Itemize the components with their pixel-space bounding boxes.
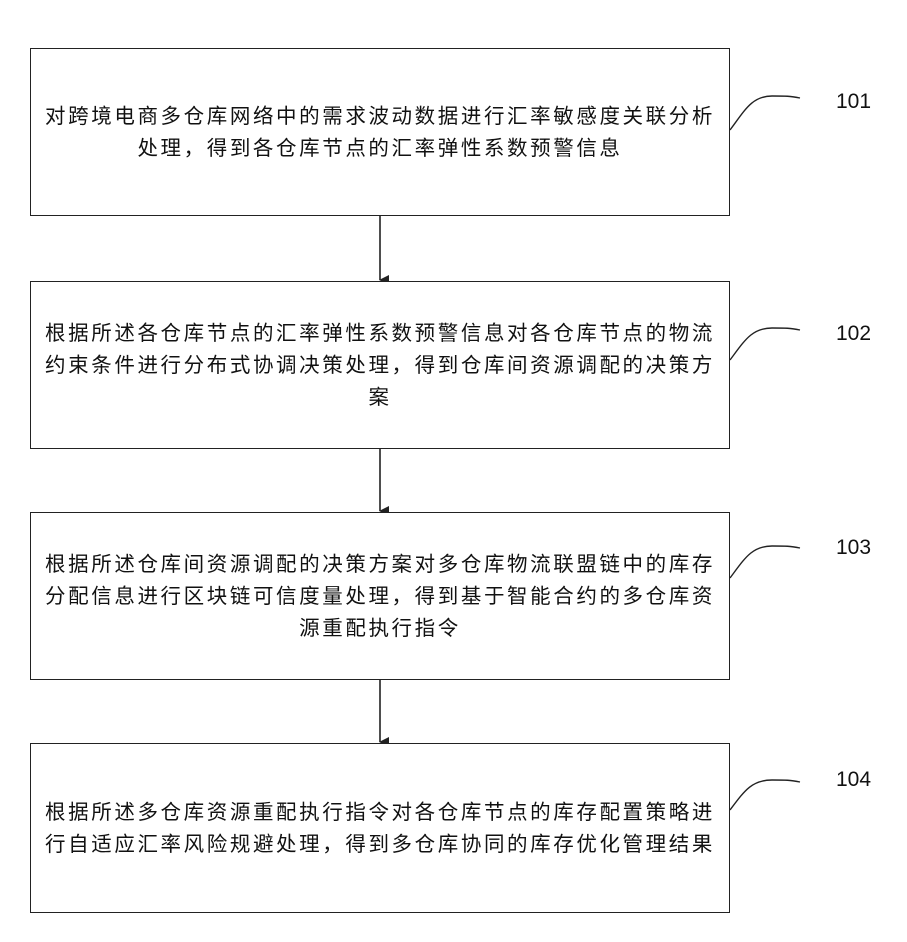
step-text-103: 根据所述仓库间资源调配的决策方案对多仓库物流联盟链中的库存分配信息进行区块链可信…	[40, 548, 720, 644]
step-box-104: 根据所述多仓库资源重配执行指令对各仓库节点的库存配置策略进行自适应汇率风险规避处…	[30, 743, 730, 913]
step-label-104: 104	[836, 768, 871, 792]
step-label-103: 103	[836, 536, 871, 560]
step-box-102: 根据所述各仓库节点的汇率弹性系数预警信息对各仓库节点的物流约束条件进行分布式协调…	[30, 281, 730, 449]
step-label-102: 102	[836, 322, 871, 346]
leader-102	[730, 328, 800, 360]
leader-103	[730, 546, 800, 578]
step-label-101: 101	[836, 90, 871, 114]
step-text-101: 对跨境电商多仓库网络中的需求波动数据进行汇率敏感度关联分析处理，得到各仓库节点的…	[40, 100, 720, 164]
step-box-103: 根据所述仓库间资源调配的决策方案对多仓库物流联盟链中的库存分配信息进行区块链可信…	[30, 512, 730, 680]
step-text-104: 根据所述多仓库资源重配执行指令对各仓库节点的库存配置策略进行自适应汇率风险规避处…	[40, 796, 720, 860]
leader-101	[730, 96, 800, 130]
step-text-102: 根据所述各仓库节点的汇率弹性系数预警信息对各仓库节点的物流约束条件进行分布式协调…	[40, 317, 720, 413]
step-box-101: 对跨境电商多仓库网络中的需求波动数据进行汇率敏感度关联分析处理，得到各仓库节点的…	[30, 48, 730, 216]
leader-104	[730, 780, 800, 810]
